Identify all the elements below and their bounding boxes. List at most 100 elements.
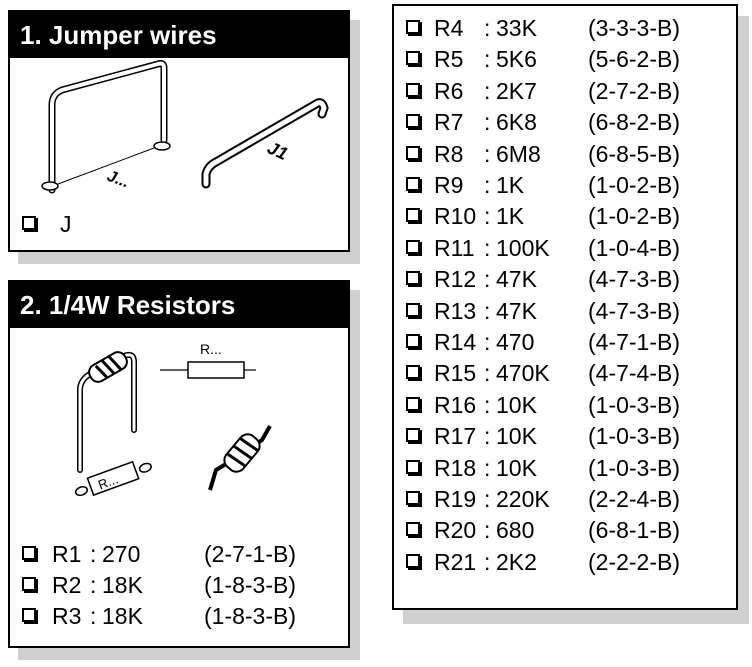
checkbox-icon[interactable] — [22, 216, 36, 230]
resistor-code: (4-7-1-B) — [588, 329, 681, 355]
resistor-sep: : — [484, 77, 491, 104]
resistor-sep: : — [90, 572, 97, 598]
checkbox-icon[interactable] — [406, 177, 420, 191]
checkbox-icon[interactable] — [406, 271, 420, 286]
checkbox-icon[interactable] — [406, 365, 420, 380]
resistor-ref: R16 — [434, 391, 477, 418]
resistor-sep: : — [90, 541, 97, 567]
jumper-footprint-line — [57, 147, 155, 185]
resistor-sep: : — [484, 172, 491, 198]
resistor-sep: : — [484, 46, 491, 73]
resistor-value: 470 — [496, 329, 535, 355]
resistor-code: (1-0-3-B) — [588, 391, 681, 418]
resistor-value: 2K7 — [496, 77, 537, 104]
checkbox-icon[interactable] — [406, 239, 420, 254]
checkbox-icon[interactable] — [406, 396, 420, 411]
resistor-code: (5-6-2-B) — [588, 46, 681, 73]
checkbox-icon[interactable] — [406, 51, 420, 66]
resistor-ref: R14 — [434, 329, 477, 355]
checkbox-icon[interactable] — [22, 546, 36, 560]
resistor-code: (1-0-2-B) — [588, 203, 681, 230]
jumper-wire-drawing — [48, 60, 168, 194]
resistor-code: (3-3-3-B) — [588, 15, 681, 41]
resistor-code: (6-8-2-B) — [588, 109, 681, 136]
checkbox-icon[interactable] — [406, 553, 420, 568]
checkbox-icon[interactable] — [406, 334, 420, 348]
resistor-ref: R3 — [52, 603, 82, 629]
resistor-value: 680 — [496, 517, 535, 544]
checkbox-icon[interactable] — [406, 522, 420, 537]
resistor-value: 470K — [496, 360, 550, 387]
resistor-ref: R6 — [434, 77, 464, 104]
resistor-ref: R8 — [434, 140, 464, 167]
resistor-value: 6K8 — [496, 109, 537, 136]
checkbox-icon[interactable] — [406, 302, 420, 317]
checkbox-icon[interactable] — [406, 459, 420, 474]
resistor-value: 1K — [496, 172, 525, 198]
resistor-sep: : — [484, 266, 491, 293]
resistor-sep: : — [484, 423, 491, 450]
resistor-ref: R21 — [434, 548, 477, 575]
resistor-ref: R10 — [434, 203, 477, 230]
resistor-code: (1-8-3-B) — [204, 603, 297, 629]
jumper-wires-panel: 1. Jumper wires J... J1 J — [8, 10, 350, 252]
resistor-list-panel: R4:33K(3-3-3-B)R5:5K6(5-6-2-B)R6:2K7(2-7… — [392, 4, 738, 610]
resistor-value: 5K6 — [496, 46, 537, 73]
checkbox-icon[interactable] — [22, 577, 36, 591]
resistor-sep: : — [484, 109, 491, 136]
resistor-value: 47K — [496, 297, 537, 324]
resistor-sep: : — [484, 391, 491, 418]
checkbox-icon[interactable] — [406, 114, 420, 129]
resistor-code: (6-8-5-B) — [588, 140, 681, 167]
checkbox-icon[interactable] — [406, 428, 420, 443]
resistor-sep: : — [484, 140, 491, 167]
resistor-ref: R18 — [434, 454, 477, 481]
resistor-value: 100K — [496, 234, 550, 261]
resistor-value: 10K — [496, 454, 537, 481]
jumper-wires-title: 1. Jumper wires — [10, 12, 348, 58]
resistor-code: (2-7-1-B) — [204, 541, 297, 567]
resistor-sep: : — [484, 454, 491, 481]
resistor-value: 18K — [102, 603, 143, 629]
resistors-title: 2. 1/4W Resistors — [10, 282, 348, 328]
resistor-sep: : — [484, 486, 491, 512]
resistor-code: (4-7-3-B) — [588, 297, 681, 324]
checkbox-icon[interactable] — [406, 20, 420, 34]
jumper-item-label: J — [60, 211, 72, 237]
resistor-sep: : — [484, 548, 491, 575]
resistor-value: 270 — [102, 541, 141, 567]
resistor-diagram: R... R... — [74, 341, 272, 497]
resistor-code: (2-7-2-B) — [588, 77, 681, 104]
jumper-diagram: J... J1 — [41, 60, 329, 194]
checkbox-icon[interactable] — [406, 145, 420, 160]
checkbox-icon[interactable] — [406, 82, 420, 97]
jumper-pad-left — [41, 181, 59, 191]
resistor-value: 10K — [496, 391, 537, 418]
jumper-mounted-drawing — [201, 98, 329, 189]
resistor-code: (2-2-2-B) — [588, 548, 681, 575]
resistor-symbol — [187, 361, 245, 379]
resistor-code: (2-2-4-B) — [588, 486, 681, 512]
resistor-value: 6M8 — [496, 140, 541, 167]
resistor-ref: R7 — [434, 109, 464, 136]
resistor-footprint-label: R... — [96, 471, 120, 492]
resistor-ref: R12 — [434, 266, 477, 293]
resistor-code: (4-7-3-B) — [588, 266, 681, 293]
resistor-ref: R17 — [434, 423, 477, 450]
checkbox-icon[interactable] — [406, 208, 420, 223]
resistor-value: 10K — [496, 423, 537, 450]
resistor-sep: : — [484, 234, 491, 261]
resistor-ref: R9 — [434, 172, 464, 198]
resistor-code: (4-7-4-B) — [588, 360, 681, 387]
resistor-ref: R13 — [434, 297, 477, 324]
checkbox-icon[interactable] — [406, 491, 420, 505]
resistor-value: 2K2 — [496, 548, 537, 575]
resistor-value: 18K — [102, 572, 143, 598]
resistor-value: 220K — [496, 486, 550, 512]
resistor-code: (1-0-3-B) — [588, 423, 681, 450]
resistor-ref: R1 — [52, 541, 82, 567]
resistor-ref: R20 — [434, 517, 477, 544]
checkbox-icon[interactable] — [22, 608, 36, 622]
resistor-ref: R11 — [434, 234, 475, 261]
jumper-footprint-label: J... — [105, 168, 132, 192]
